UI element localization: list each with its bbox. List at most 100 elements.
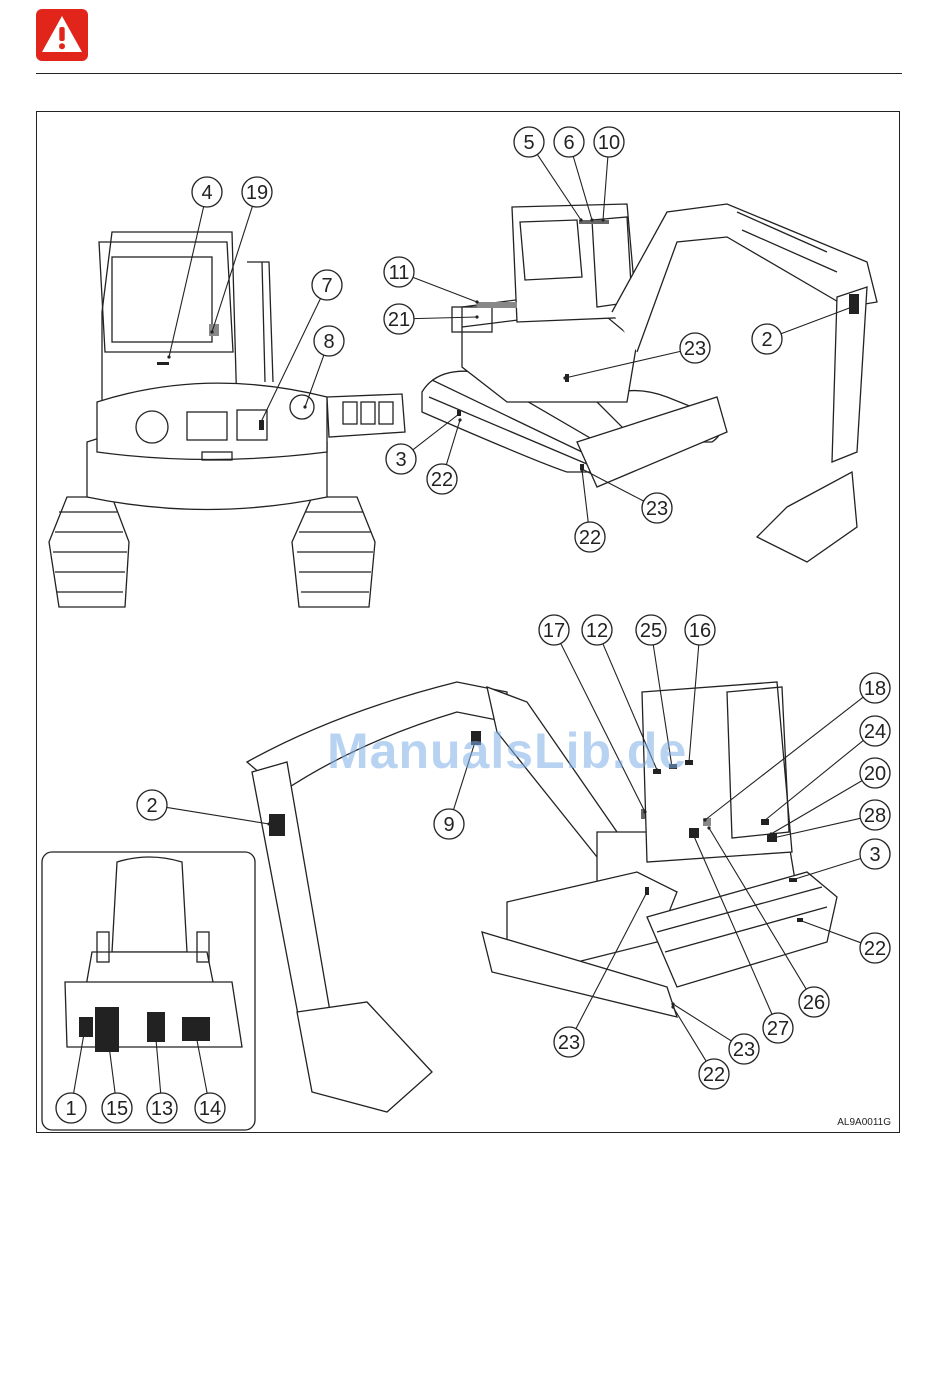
- callout-number: 14: [199, 1098, 221, 1120]
- callout-13: 13: [147, 1093, 177, 1123]
- callout-number: 23: [684, 338, 706, 360]
- callout-number: 2: [146, 795, 157, 817]
- callout-number: 18: [864, 678, 886, 700]
- callout-22: 22: [699, 1059, 729, 1089]
- callout-number: 10: [598, 132, 620, 154]
- callout-number: 12: [586, 620, 608, 642]
- callout-leader-tip: [105, 1028, 108, 1031]
- callout-leader-tip: [850, 305, 853, 308]
- callout-leader-tip: [458, 418, 461, 421]
- callout-number: 5: [523, 132, 534, 154]
- callout-number: 3: [869, 844, 880, 866]
- callout-leader-tip: [762, 819, 765, 822]
- callout-leader-tip: [167, 355, 170, 358]
- callout-16: 16: [685, 615, 715, 645]
- callout-10: 10: [594, 127, 624, 157]
- callout-23: 23: [729, 1034, 759, 1064]
- callout-leader-tip: [590, 218, 593, 221]
- callout-leader-tip: [691, 832, 694, 835]
- callout-number: 23: [558, 1032, 580, 1054]
- callout-number: 21: [388, 309, 410, 331]
- callout-26: 26: [799, 987, 829, 1017]
- figure-frame: 4197856101121232322232217122516182420283…: [36, 111, 900, 1133]
- callout-leader-line: [582, 470, 588, 522]
- callout-number: 22: [703, 1064, 725, 1086]
- callout-leader-line: [446, 420, 460, 465]
- callout-leader-line: [212, 206, 252, 332]
- callout-leader-line: [167, 807, 269, 824]
- callout-number: 27: [767, 1018, 789, 1040]
- callout-3: 3: [860, 839, 890, 869]
- callout-number: 11: [389, 262, 410, 284]
- callout-number: 23: [646, 498, 668, 520]
- callout-leader-tip: [643, 810, 646, 813]
- callout-leader-tip: [563, 376, 566, 379]
- callout-number: 9: [443, 814, 454, 836]
- callout-number: 13: [151, 1098, 173, 1120]
- excavator-label-locations-illustration: 4197856101121232322232217122516182420283…: [37, 112, 901, 1134]
- callout-leader-tip: [579, 218, 582, 221]
- callout-leader-tip: [457, 412, 460, 415]
- watermark: ManualsLib.de: [327, 722, 687, 780]
- callout-number: 28: [864, 805, 886, 827]
- callout-leader-tip: [259, 420, 262, 423]
- callout-leader-tip: [687, 760, 690, 763]
- callout-number: 19: [246, 182, 268, 204]
- callout-8: 8: [314, 326, 344, 356]
- figure-code: AL9A0011G: [837, 1117, 891, 1128]
- callout-leader-tip: [193, 1028, 196, 1031]
- callout-leader-tip: [771, 836, 774, 839]
- callout-28: 28: [860, 800, 890, 830]
- warning-icon: [36, 9, 88, 61]
- callout-2: 2: [752, 324, 782, 354]
- callout-number: 17: [543, 620, 565, 642]
- callout-number: 26: [803, 992, 825, 1014]
- callout-7: 7: [312, 270, 342, 300]
- callout-number: 22: [579, 527, 601, 549]
- callout-leader-tip: [671, 1002, 674, 1005]
- callout-number: 1: [65, 1098, 76, 1120]
- callout-leader-line: [413, 277, 477, 302]
- callout-leader-tip: [707, 826, 710, 829]
- callout-11: 11: [384, 257, 414, 287]
- callout-15: 15: [102, 1093, 132, 1123]
- callout-number: 15: [106, 1098, 128, 1120]
- callout-number: 2: [761, 329, 772, 351]
- callout-6: 6: [554, 127, 584, 157]
- callout-22: 22: [575, 522, 605, 552]
- callout-20: 20: [860, 758, 890, 788]
- callout-leader-tip: [790, 878, 793, 881]
- callout-number: 24: [864, 721, 886, 743]
- callout-23: 23: [554, 1027, 584, 1057]
- callout-22: 22: [860, 933, 890, 963]
- callout-leader-line: [169, 207, 204, 357]
- callout-24: 24: [860, 716, 890, 746]
- callout-14: 14: [195, 1093, 225, 1123]
- callout-number: 3: [395, 449, 406, 471]
- callout-1: 1: [56, 1093, 86, 1123]
- callout-leader-tip: [645, 890, 648, 893]
- callout-number: 23: [733, 1039, 755, 1061]
- callout-19: 19: [242, 177, 272, 207]
- callout-number: 16: [689, 620, 711, 642]
- callout-leader-tip: [153, 1026, 156, 1029]
- callout-leader-tip: [703, 818, 706, 821]
- callout-leader-tip: [671, 1005, 674, 1008]
- header-divider: [36, 73, 902, 74]
- callout-leader-tip: [475, 315, 478, 318]
- callout-25: 25: [636, 615, 666, 645]
- callout-number: 20: [864, 763, 886, 785]
- callout-number: 7: [321, 275, 332, 297]
- callout-leader-tip: [580, 468, 583, 471]
- callout-2: 2: [137, 790, 167, 820]
- callout-leader-tip: [303, 405, 306, 408]
- callout-number: 8: [323, 331, 334, 353]
- callout-17: 17: [539, 615, 569, 645]
- callout-leader-tip: [601, 218, 604, 221]
- callout-9: 9: [434, 809, 464, 839]
- callout-number: 22: [864, 938, 886, 960]
- callout-3: 3: [386, 444, 416, 474]
- callout-18: 18: [860, 673, 890, 703]
- callout-5: 5: [514, 127, 544, 157]
- callout-22: 22: [427, 464, 457, 494]
